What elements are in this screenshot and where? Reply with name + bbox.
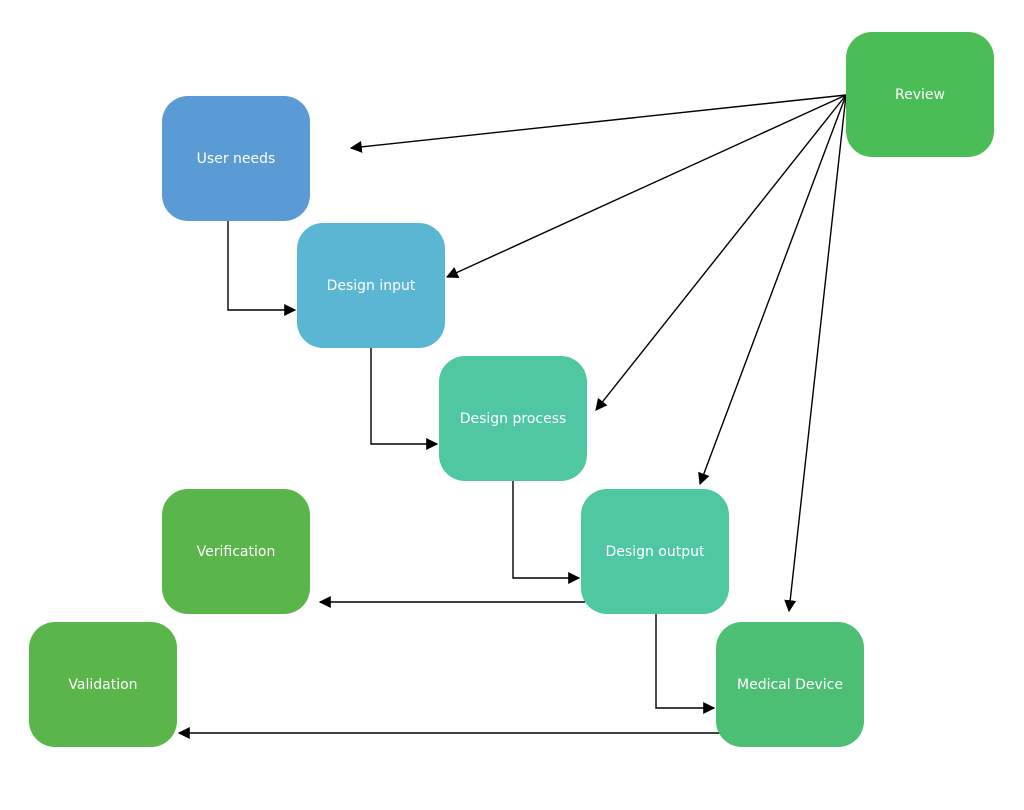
design-input-label: Design input	[326, 277, 416, 294]
user-needs-node: User needs	[162, 96, 310, 221]
edge-review-to-user-needs	[349, 94, 847, 153]
medical-device-node: Medical Device	[716, 622, 864, 747]
edge-review-to-design-input	[445, 94, 847, 278]
design-process-node: Design process	[439, 356, 587, 481]
medical-device-label: Medical Device	[737, 676, 843, 693]
user-needs-label: User needs	[196, 150, 276, 167]
edge-review-to-design-process	[595, 94, 847, 411]
verification-label: Verification	[196, 543, 276, 560]
review-node: Review	[846, 32, 994, 157]
design-output-label: Design output	[605, 543, 705, 560]
design-output-node: Design output	[581, 489, 729, 614]
validation-node: Validation	[29, 622, 177, 747]
review-label: Review	[895, 86, 945, 103]
edge-design-output-to-medical-device	[655, 614, 716, 714]
edge-design-process-to-design-output	[512, 481, 581, 584]
edge-design-input-to-design-process	[370, 348, 439, 450]
edge-review-to-design-output	[698, 94, 847, 486]
verification-node: Verification	[162, 489, 310, 614]
edge-review-to-medical-device	[784, 94, 847, 613]
design-process-label: Design process	[459, 410, 567, 427]
validation-label: Validation	[68, 676, 138, 693]
edge-user-needs-to-design-input	[227, 221, 297, 316]
design-input-node: Design input	[297, 223, 445, 348]
